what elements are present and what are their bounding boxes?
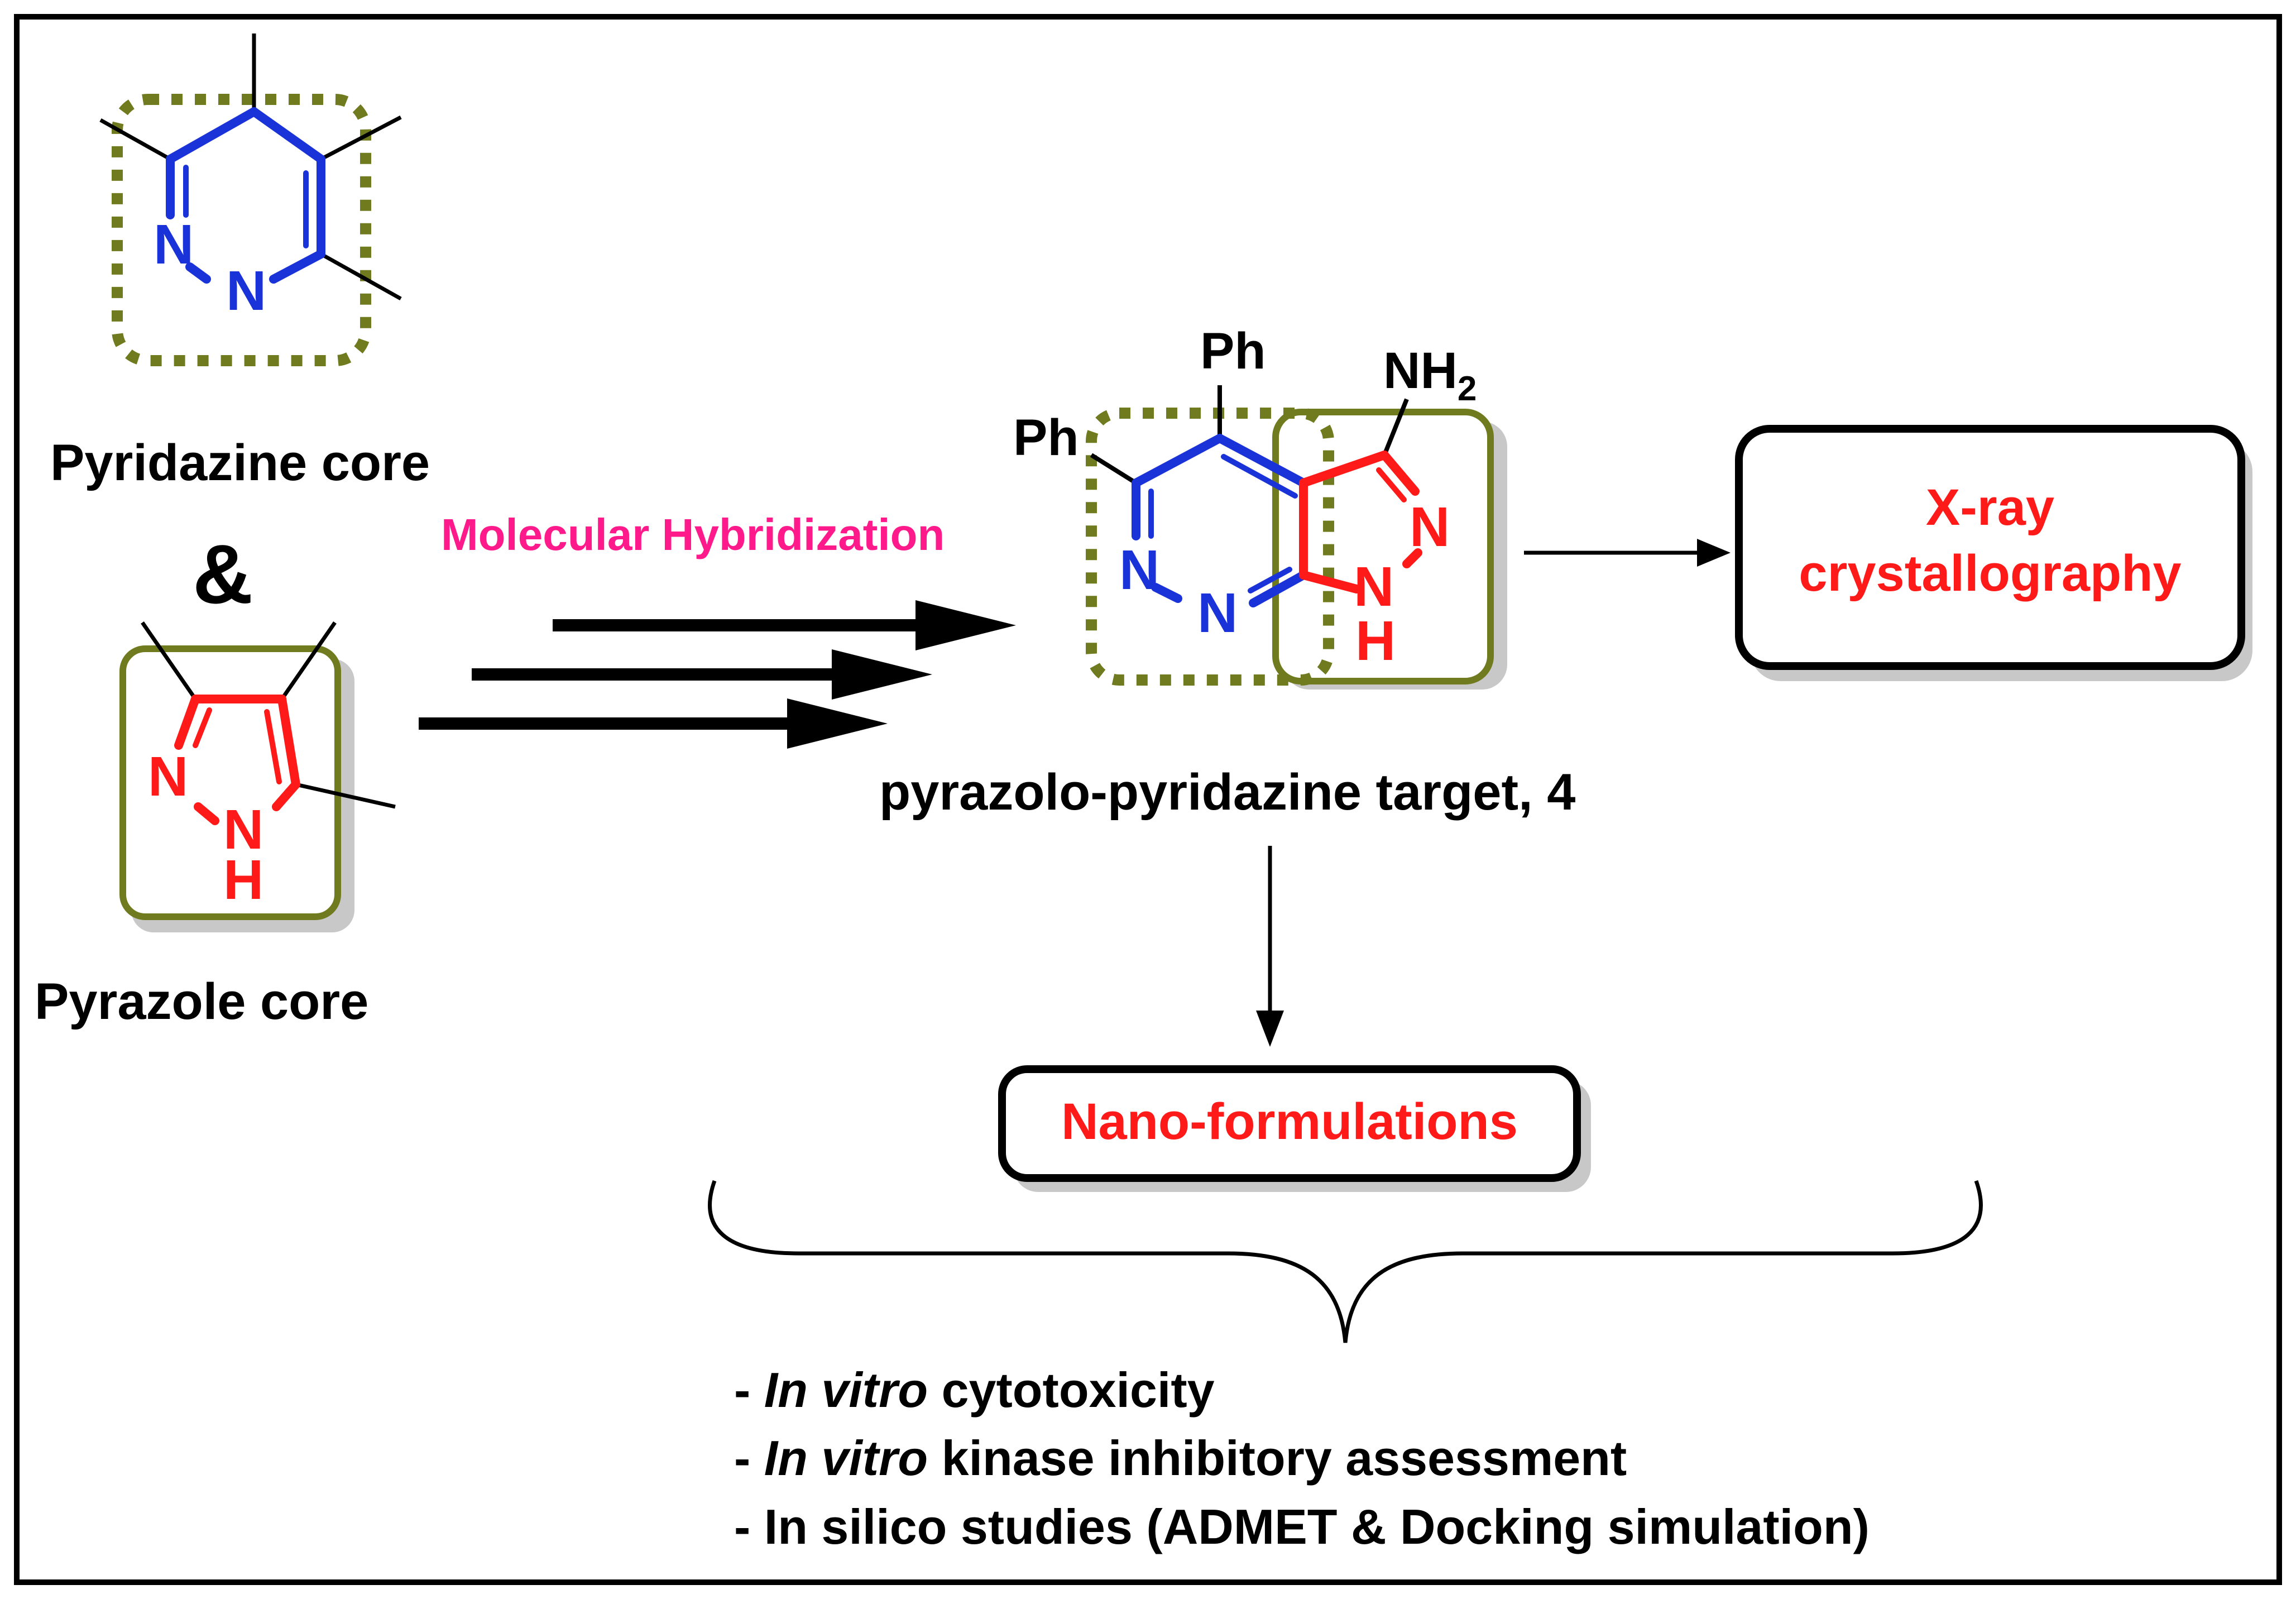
pyridazine-substituent-right-top xyxy=(320,115,402,161)
target-pyridazine-n1: N xyxy=(1119,539,1159,601)
pyrazole-ring xyxy=(174,695,300,825)
hybridization-label: Molecular Hybridization xyxy=(441,510,945,559)
pyridazine-ring xyxy=(166,107,325,284)
arrow-to-nano-head xyxy=(1256,1011,1284,1047)
target-pyrazole-n-bottom: N xyxy=(1354,556,1394,618)
target-pyrazole-n-top: N xyxy=(1410,496,1450,558)
pyrazole-core-label: Pyrazole core xyxy=(35,973,368,1030)
study-item-1: - In vitro cytotoxicity xyxy=(734,1362,1215,1418)
pyridazine-substituent-left xyxy=(99,118,171,161)
pyrazole-substituent-right xyxy=(280,621,337,700)
target-pyrazole-ring xyxy=(1299,451,1422,593)
study-item-3: - In silico studies (ADMET & Docking sim… xyxy=(734,1499,1870,1554)
target-ph-left: Ph xyxy=(1013,409,1079,466)
pyridazine-core-label: Pyridazine core xyxy=(50,434,430,491)
nano-label: Nano-formulations xyxy=(1061,1093,1518,1150)
nano-box: Nano-formulations xyxy=(998,1065,1591,1192)
target-nh2: NH2 xyxy=(1383,342,1477,408)
xray-line1: X-ray xyxy=(1926,479,2054,536)
study-item-2: - In vitro kinase inhibitory assessment xyxy=(734,1430,1627,1486)
pyrazole-substituent-left xyxy=(141,621,197,700)
ampersand: & xyxy=(193,527,253,621)
pyridazine-dotted-box xyxy=(112,94,371,366)
target-nh2-bond xyxy=(1382,398,1409,456)
outer-frame xyxy=(14,14,2282,1585)
curly-brace xyxy=(708,1180,1983,1343)
target-pyrazole-h: H xyxy=(1355,610,1396,672)
target-pyridazine-dotted-box xyxy=(1086,408,1334,686)
pyridazine-n2: N xyxy=(226,260,266,322)
target-ph-top: Ph xyxy=(1200,323,1266,380)
pyridazine-substituent-right-bottom xyxy=(320,252,402,301)
target-molecule-structure: Ph Ph NH2 N N N N H xyxy=(1013,323,1507,690)
pyridazine-n1: N xyxy=(154,213,194,276)
pyrazole-core-structure: N N H xyxy=(119,621,396,932)
target-caption: pyrazolo-pyridazine target, 4 xyxy=(879,764,1575,821)
pyrazole-h: H xyxy=(223,849,263,911)
nano-box-frame xyxy=(998,1065,1581,1182)
target-pyridazine-n2: N xyxy=(1197,582,1238,644)
xray-box: X-ray crystallography xyxy=(1735,425,2252,681)
target-ph-left-bond xyxy=(1090,453,1138,485)
xray-box-frame xyxy=(1735,425,2245,670)
xray-line2: crystallography xyxy=(1799,545,2181,602)
studies-list: - In vitro cytotoxicity - In vitro kinas… xyxy=(734,1362,1870,1554)
pyrazole-n2: N xyxy=(223,798,263,861)
pyridazine-core-structure: N N xyxy=(99,33,402,366)
pyrazole-substituent-lower-right xyxy=(295,782,396,809)
hybridization-arrows xyxy=(419,600,1016,749)
pyrazole-n1: N xyxy=(148,745,188,808)
arrow-to-xray-head xyxy=(1697,539,1731,567)
